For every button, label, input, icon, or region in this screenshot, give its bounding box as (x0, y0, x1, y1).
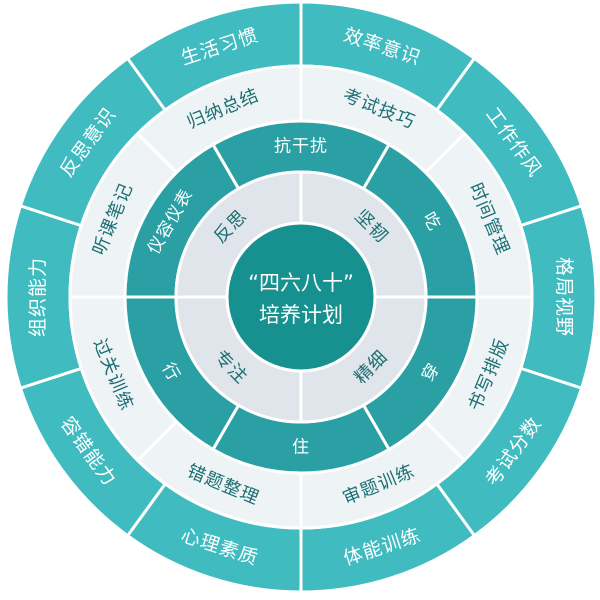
segment-label: 格局视野 (553, 257, 575, 337)
center-circle (225, 221, 377, 373)
rings-layer: 效率意识工作作风格局视野考试分数体能训练心理素质容错能力组织能力反思意识生活习惯… (4, 0, 598, 594)
segment-label: 抗干扰 (274, 137, 328, 157)
segment-label: 组织能力 (27, 257, 49, 337)
segment-label: 住 (292, 438, 310, 458)
center-title-line1: “四六八十” (248, 271, 354, 295)
center-title-line2: 培养计划 (259, 303, 343, 327)
